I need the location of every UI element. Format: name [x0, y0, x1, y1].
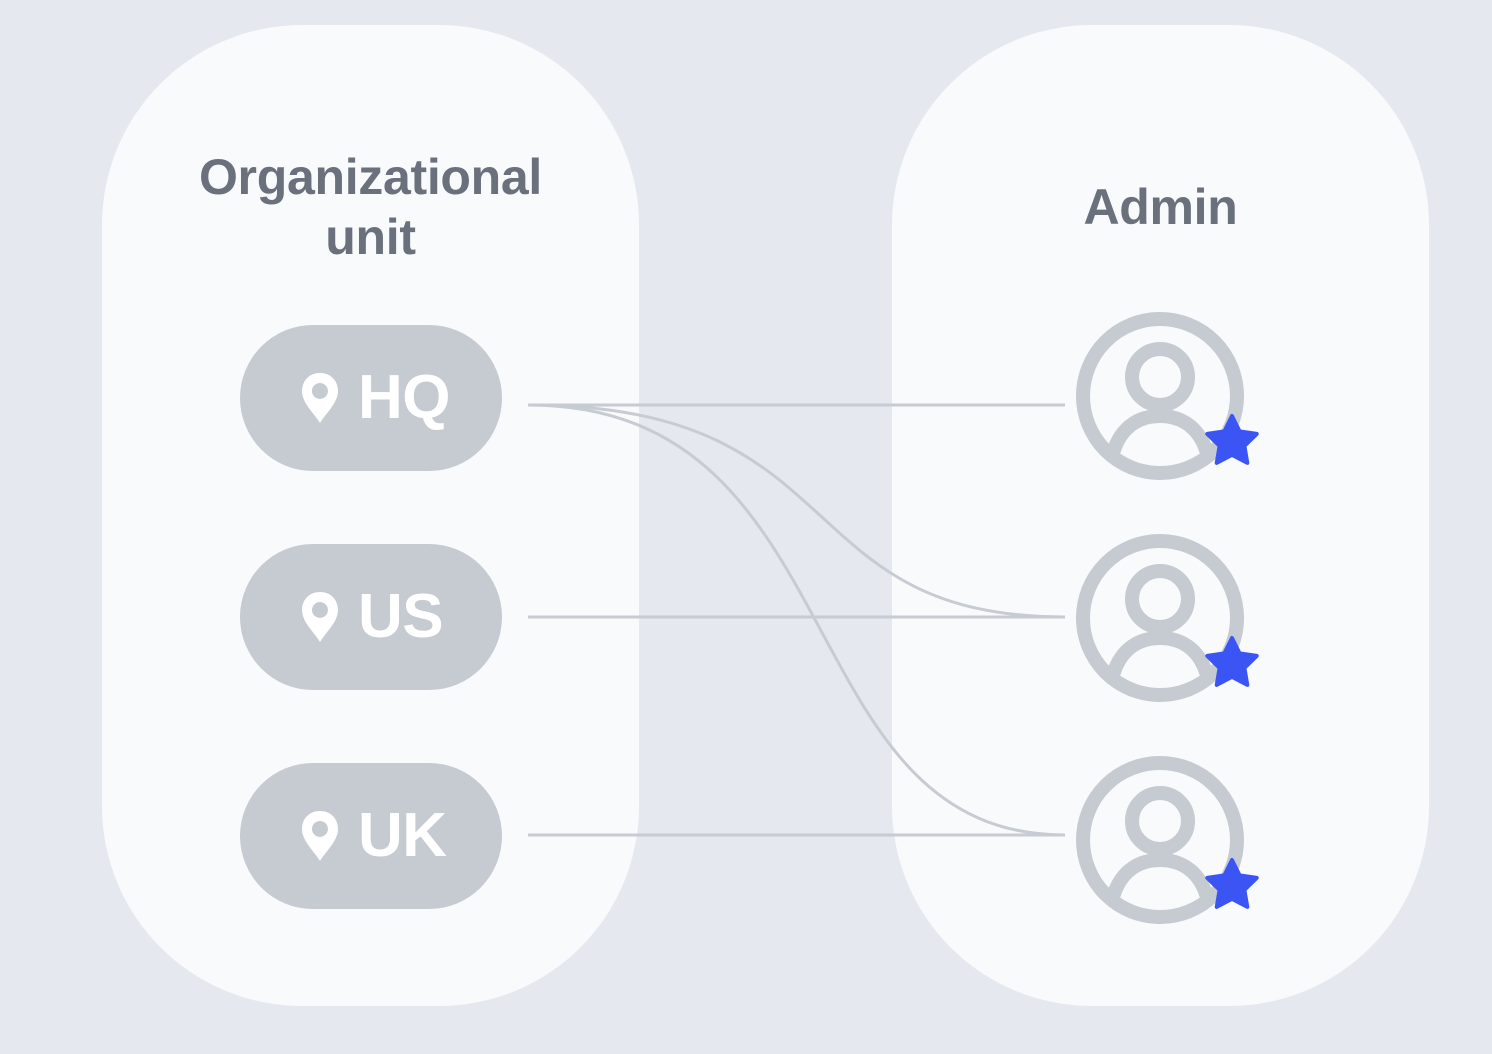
user-avatar-icon: [1076, 756, 1259, 924]
admin-avatar-3[interactable]: [1070, 742, 1270, 942]
star-icon: [1205, 858, 1259, 909]
admin-avatar-1[interactable]: [1070, 298, 1270, 498]
location-pin-icon: [302, 373, 338, 423]
title-line-2: unit: [325, 209, 416, 265]
location-pin-icon: [302, 592, 338, 642]
unit-pill-uk[interactable]: UK: [240, 763, 502, 909]
organizational-unit-title: Organizational unit: [102, 147, 639, 267]
admin-avatar-2[interactable]: [1070, 520, 1270, 720]
title-line-1: Organizational: [198, 149, 543, 205]
unit-pill-hq[interactable]: HQ: [240, 325, 502, 471]
unit-label-us: US: [358, 582, 444, 651]
unit-label-hq: HQ: [358, 363, 451, 432]
admin-title: Admin: [1083, 179, 1238, 235]
location-pin-icon: [302, 811, 338, 861]
unit-pill-us[interactable]: US: [240, 544, 502, 690]
star-icon: [1205, 414, 1259, 465]
user-avatar-icon: [1076, 534, 1259, 702]
user-avatar-icon: [1076, 312, 1259, 480]
unit-label-uk: UK: [358, 801, 447, 870]
star-icon: [1205, 636, 1259, 687]
